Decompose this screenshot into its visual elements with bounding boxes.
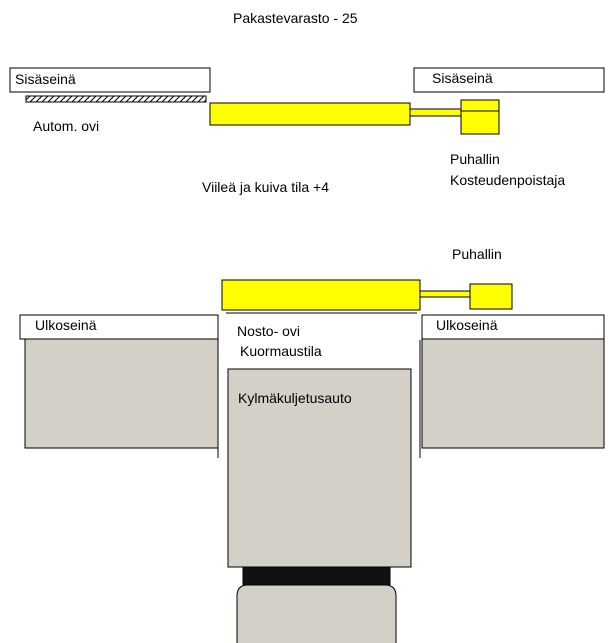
fan-bottom-label: Puhallin (452, 246, 502, 262)
lift-door-label: Nosto- ovi (237, 323, 300, 339)
outer-wall-left-label: Ulkoseinä (35, 317, 97, 333)
cool-dry-room-label: Viileä ja kuiva tila +4 (202, 179, 329, 195)
inner-wall-left-label: Sisäseinä (15, 71, 76, 87)
inner-wall-right (413, 67, 605, 93)
truck-coupling (242, 566, 391, 586)
upper-duct (209, 102, 411, 126)
automatic-door (25, 95, 207, 103)
lower-connector (419, 290, 471, 298)
outer-wall-right (421, 314, 605, 340)
title-label: Pakastevarasto - 25 (233, 10, 358, 26)
inner-wall-right-label: Sisäseinä (432, 70, 493, 86)
lower-fan-unit (469, 283, 513, 310)
outer-wall-left (19, 314, 219, 340)
lower-duct (221, 279, 421, 311)
truck-cab (236, 584, 397, 643)
outer-wall-right-label: Ulkoseinä (436, 317, 498, 333)
truck-cargo-box (227, 368, 412, 568)
dehumidifier-label: Kosteudenpoistaja (450, 172, 565, 188)
upper-connector (409, 108, 463, 117)
truck-label: Kylmäkuljetusauto (238, 390, 352, 406)
upper-fan-unit (460, 99, 500, 135)
loading-area-label: Kuormaustila (240, 343, 322, 359)
outer-wall-left-block (24, 337, 219, 449)
automatic-door-label: Autom. ovi (33, 118, 99, 134)
outer-wall-right-block (421, 337, 605, 449)
fan-top-label: Puhallin (450, 151, 500, 167)
inner-wall-left (9, 67, 211, 93)
